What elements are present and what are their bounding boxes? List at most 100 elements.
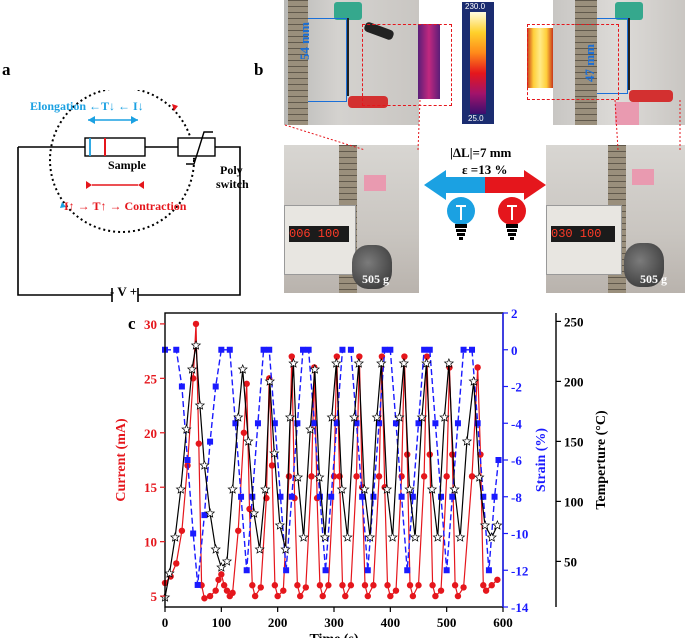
temperature-point <box>455 531 466 542</box>
y-right2-tick-label: 200 <box>564 374 584 389</box>
current-point <box>271 582 279 589</box>
strain-point <box>266 346 273 353</box>
dash-box-top-left <box>362 24 452 106</box>
current-point <box>223 587 231 594</box>
strain-point <box>353 420 360 427</box>
clamp-top-right <box>615 2 643 20</box>
strain-point <box>173 346 180 353</box>
photo-top-left <box>284 0 419 125</box>
current-point <box>235 527 242 534</box>
temperature-point <box>284 411 296 422</box>
strain-point <box>226 346 233 353</box>
pink-stand-left <box>364 175 386 191</box>
current-point <box>229 589 236 597</box>
panel-a-letter: a <box>2 60 11 79</box>
strain-point <box>194 581 201 588</box>
x-tick-label: 200 <box>268 615 288 630</box>
ir-thumb-right <box>527 28 553 88</box>
strain-point <box>316 493 323 500</box>
strain-point <box>328 493 335 500</box>
strain-point <box>485 567 492 574</box>
current-point <box>364 592 371 600</box>
current-point <box>356 353 363 360</box>
temperature-point <box>210 543 221 554</box>
x-tick-label: 500 <box>437 615 457 630</box>
strain-point <box>288 493 295 500</box>
weight-left <box>352 245 392 289</box>
display-right: 030 100 <box>551 226 615 242</box>
temperature-point <box>194 399 206 410</box>
temperature-point <box>492 519 503 530</box>
current-point <box>451 582 459 589</box>
strain-point <box>398 493 405 500</box>
ir-thumb-left <box>418 24 440 99</box>
strain-point <box>392 420 399 427</box>
thermal-scale: 230.0 25.0 <box>462 2 494 124</box>
y-right1-tick-label: 2 <box>511 306 518 321</box>
panel-c-letter: c <box>128 314 136 333</box>
temperature-point <box>186 363 198 374</box>
strain-point <box>460 346 467 353</box>
temperature-point <box>233 411 244 422</box>
current-point <box>429 582 436 589</box>
y-right2-tick-label: 100 <box>564 494 584 509</box>
strain-point <box>347 346 354 353</box>
sample-label: Sample <box>108 158 147 172</box>
temperature-point <box>331 357 342 368</box>
temperature-point <box>376 357 387 368</box>
temperature-point <box>243 435 254 446</box>
pink-stand-right <box>615 102 639 125</box>
current-point <box>443 473 450 480</box>
temperature-point <box>221 555 233 566</box>
current-point <box>423 353 431 360</box>
temperature-point <box>204 507 216 518</box>
current-point <box>297 592 304 600</box>
temperature-point <box>280 543 291 554</box>
current-point <box>460 584 467 591</box>
y-right1-tick-label: -10 <box>511 527 528 542</box>
strain-point <box>305 346 312 353</box>
current-point <box>192 320 200 328</box>
switch-label: switch <box>216 177 249 191</box>
weight-right-label: 505 g <box>640 272 667 286</box>
current-point <box>220 582 228 589</box>
current-point <box>454 592 462 600</box>
current-point <box>401 353 408 360</box>
strain-point <box>426 346 433 353</box>
current-point <box>240 429 248 436</box>
length-left-label: 54 mm <box>297 22 312 60</box>
temperature-point <box>298 531 309 542</box>
strain-point <box>449 493 456 500</box>
temperature-point <box>342 531 353 542</box>
strain-point <box>415 420 422 427</box>
x-tick-label: 400 <box>381 615 401 630</box>
current-point <box>370 582 377 589</box>
current-point <box>206 592 214 600</box>
strain-point <box>311 420 318 427</box>
temperature-point <box>359 483 370 494</box>
photo-bottom-right: 030 100 <box>546 145 685 293</box>
temperature-point <box>416 411 428 422</box>
current-point <box>432 592 439 600</box>
strain-point <box>438 493 445 500</box>
current-point <box>474 364 481 371</box>
poly-label: Poly <box>220 163 243 177</box>
x-tick-label: 0 <box>162 615 169 630</box>
current-point <box>488 582 495 589</box>
scale-min-label: 25.0 <box>468 114 484 123</box>
bulb-red-icon <box>498 197 526 240</box>
current-point <box>251 592 259 600</box>
measure-box-left <box>308 18 347 102</box>
current-point <box>325 582 332 589</box>
current-point <box>361 582 369 589</box>
current-point <box>420 473 428 480</box>
y-left-tick-label: 15 <box>144 480 158 495</box>
current-point <box>353 473 360 480</box>
current-point <box>347 582 355 589</box>
y-right1-tick-label: -14 <box>511 600 529 615</box>
temperature-point <box>264 375 275 386</box>
y-right1-tick-label: 0 <box>511 343 518 358</box>
strain-point <box>190 530 197 537</box>
strain-point <box>277 493 284 500</box>
photo-top-right <box>553 0 685 125</box>
